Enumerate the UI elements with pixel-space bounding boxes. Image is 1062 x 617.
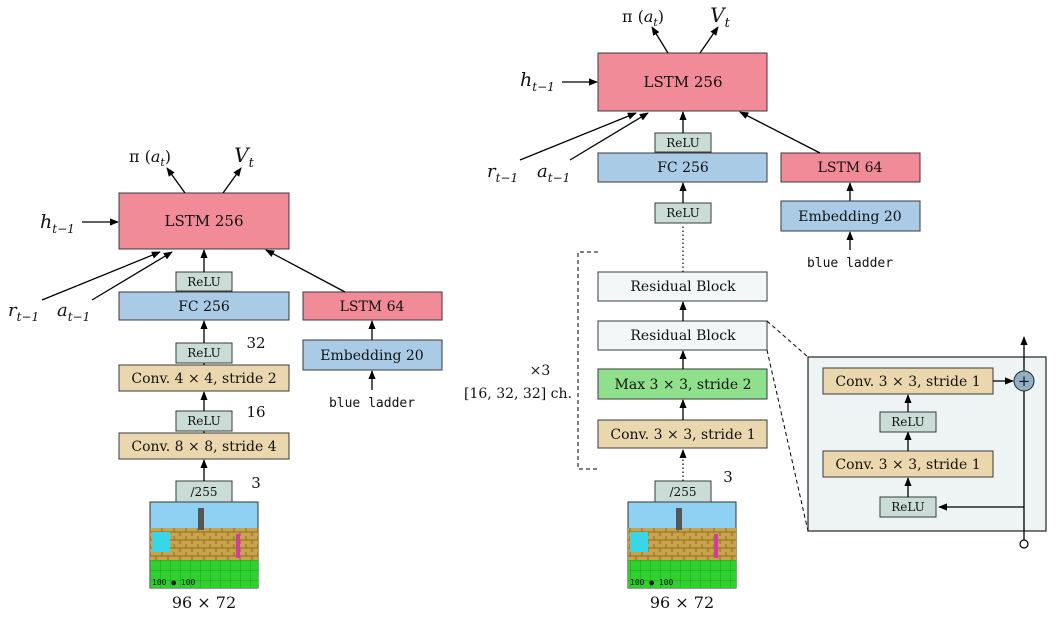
right-repeat-label: ×3 [530,363,551,379]
left-game-frame: 100 ● 100 [149,501,259,589]
right-embedding-box [780,200,921,232]
inset-add-symbol: + [1018,372,1031,390]
left-lang-lstm-label: LSTM 64 [340,299,405,315]
right-maxpool-label: Max 3 × 3, stride 2 [615,377,752,393]
right-fc-label: FC 256 [657,160,709,176]
right-output-policy: π (at) [622,7,664,29]
right-repeat-channels: [16, 32, 32] ch. [464,386,572,402]
left-conv2-box [118,364,290,392]
left-conv1-box [118,432,290,460]
left-channels-conv1: 16 [246,403,265,421]
residual-block-inset: ReLU Conv. 3 × 3, stride 1 ReLU Conv. 3 … [766,320,1047,549]
right-action-input: at−1 [537,161,570,185]
right-frame-size: 96 × 72 [650,593,714,612]
right-residual-block-2-label: Residual Block [630,279,736,295]
inset-conv-top-label: Conv. 3 × 3, stride 1 [835,374,980,390]
inset-conv-top-box [822,367,994,395]
inset-input-node [1019,539,1029,549]
left-hidden-input: ht−1 [40,211,75,236]
right-lang-lstm-label: LSTM 64 [818,160,883,176]
left-relu1-label: ReLU [187,414,221,428]
inset-conv-bottom-label: Conv. 3 × 3, stride 1 [835,457,980,473]
right-maxpool-box [597,368,768,400]
left-embedding-box [302,339,443,371]
left-relu-top-label: ReLU [187,275,221,289]
right-embedding-label: Embedding 20 [798,209,901,225]
right-game-frame: 100 ● 100 [627,501,737,589]
left-conv1-label: Conv. 8 × 8, stride 4 [131,439,276,455]
right-core-lstm-label: LSTM 256 [644,73,723,91]
inset-relu-top-label: ReLU [891,415,925,429]
left-channels-conv2: 32 [246,334,265,352]
left-normalize-label: /255 [191,485,218,499]
left-channels-input: 3 [251,474,261,492]
left-fc-box [118,291,290,321]
left-core-lstm-label: LSTM 256 [165,212,244,230]
right-core-lstm-box [597,52,768,112]
right-fc-box [597,152,768,183]
right-relu-mid-label: ReLU [666,206,700,220]
right-hidden-input: ht−1 [520,69,555,94]
left-network: 100 ● 100 96 × 72 /255 3 Conv. 8 × 8, st… [8,143,443,612]
inset-relu-bottom-label: ReLU [891,500,925,514]
left-output-value: Vt [234,143,254,171]
right-conv-label: Conv. 3 × 3, stride 1 [610,427,755,443]
right-normalize-label: /255 [670,485,697,499]
left-frame-size: 96 × 72 [172,593,236,612]
left-embedding-label: Embedding 20 [320,348,423,364]
right-residual-block-1 [597,320,768,351]
inset-add-node [1013,370,1035,392]
left-fc-label: FC 256 [178,299,230,315]
left-core-lstm-box [118,192,290,250]
left-action-input: at−1 [57,300,90,324]
right-conv-box [597,419,768,449]
left-instruction-text: blue ladder [329,396,415,411]
right-reward-input: rt−1 [487,161,518,185]
left-output-policy: π (at) [129,147,171,169]
left-conv2-label: Conv. 4 × 4, stride 2 [131,371,276,387]
right-relu-top-label: ReLU [666,136,700,150]
left-reward-input: rt−1 [8,300,39,324]
svg-text:100 ● 100: 100 ● 100 [152,578,196,587]
right-network: 100 ● 100 96 × 72 /255 3 Conv. 3 × 3, st… [464,3,921,612]
left-lang-lstm-box [302,291,443,321]
svg-text:100 ● 100: 100 ● 100 [630,578,674,587]
right-instruction-text: blue ladder [807,256,893,271]
left-relu2-label: ReLU [187,346,221,360]
right-output-value: Vt [710,3,730,31]
right-residual-block-1-label: Residual Block [630,328,736,344]
right-residual-block-2 [597,271,768,302]
right-lang-lstm-box [780,152,921,183]
right-channels-input: 3 [723,468,733,486]
